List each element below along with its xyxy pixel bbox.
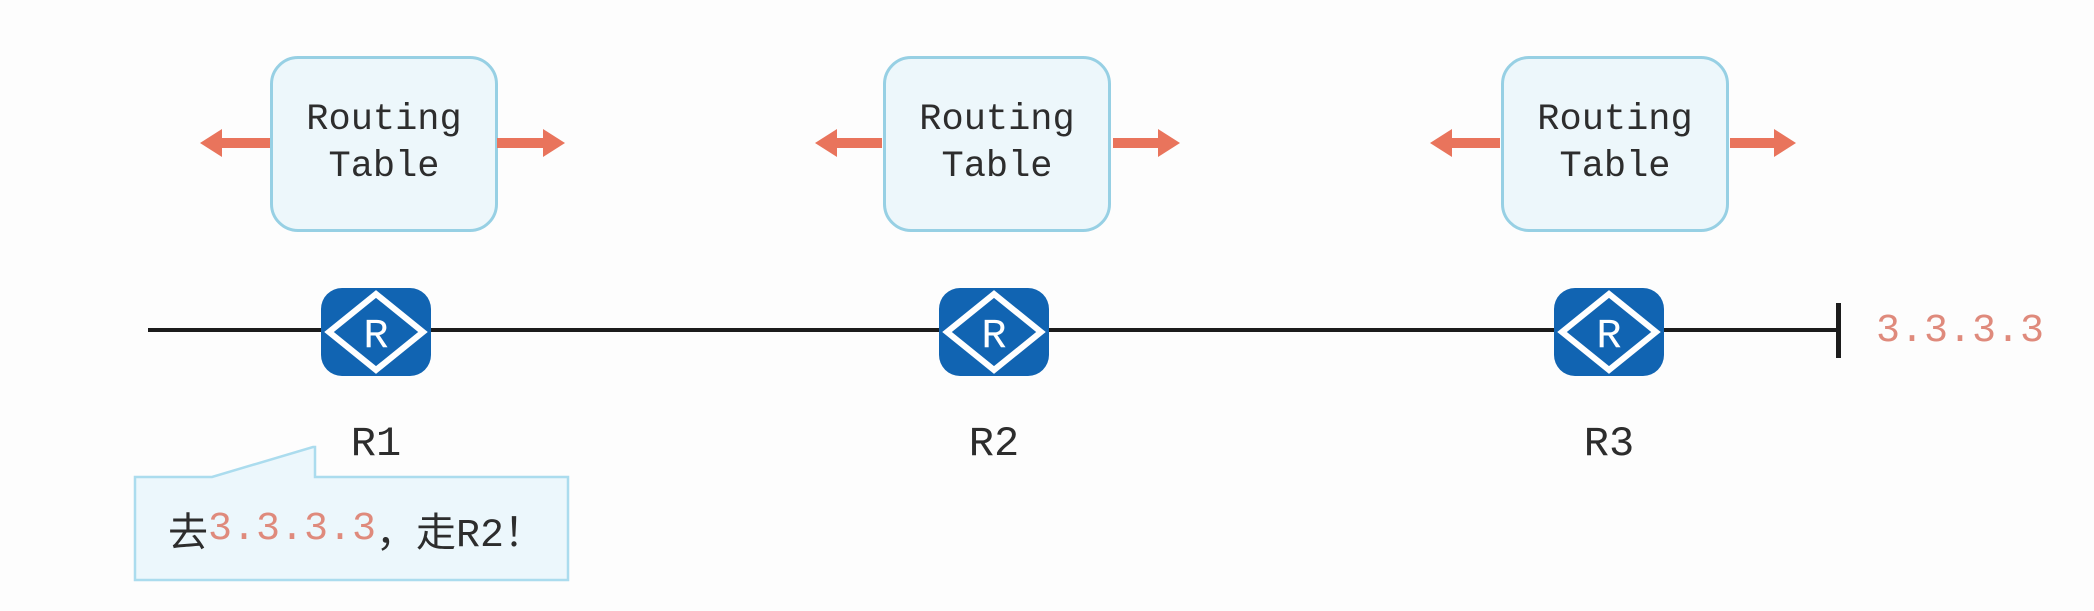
callout-text-suffix: ，走R2！	[376, 514, 545, 559]
segment-end-terminator	[1836, 303, 1841, 358]
left-arrow-icon	[222, 138, 270, 148]
router-name-label: R1	[350, 420, 402, 468]
router-icon: R	[321, 288, 431, 376]
callout-text-prefix: 去	[168, 514, 208, 559]
routing-table-box-text-line1: Routing	[1537, 99, 1693, 141]
routing-table-box-text-line2: Table	[328, 146, 440, 188]
right-arrow-icon	[1113, 138, 1158, 148]
destination-ip-label: 3.3.3.3	[1876, 309, 2045, 354]
router-icon: R	[1554, 288, 1664, 376]
routing-table-box-r1: Routing Table	[270, 56, 498, 232]
router-name-label: R3	[1583, 420, 1635, 468]
routing-table-box-r2: Routing Table	[883, 56, 1111, 232]
router-name-label: R2	[968, 420, 1020, 468]
router-icon-letter: R	[981, 312, 1006, 360]
router-icon-letter: R	[1596, 312, 1621, 360]
left-arrow-icon	[837, 138, 882, 148]
routing-table-box-text-line2: Table	[941, 146, 1053, 188]
router-icon: R	[939, 288, 1049, 376]
routing-table-box-text-line1: Routing	[919, 99, 1075, 141]
callout-bubble	[133, 445, 570, 582]
router-icon-letter: R	[363, 312, 388, 360]
left-arrow-icon	[1452, 138, 1500, 148]
routing-table-box-text-line1: Routing	[306, 99, 462, 141]
right-arrow-icon	[497, 138, 543, 148]
right-arrow-icon	[1730, 138, 1774, 148]
routing-table-box-r3: Routing Table	[1501, 56, 1729, 232]
callout-text-ip: 3.3.3.3	[208, 507, 377, 552]
routing-table-box-text-line2: Table	[1559, 146, 1671, 188]
